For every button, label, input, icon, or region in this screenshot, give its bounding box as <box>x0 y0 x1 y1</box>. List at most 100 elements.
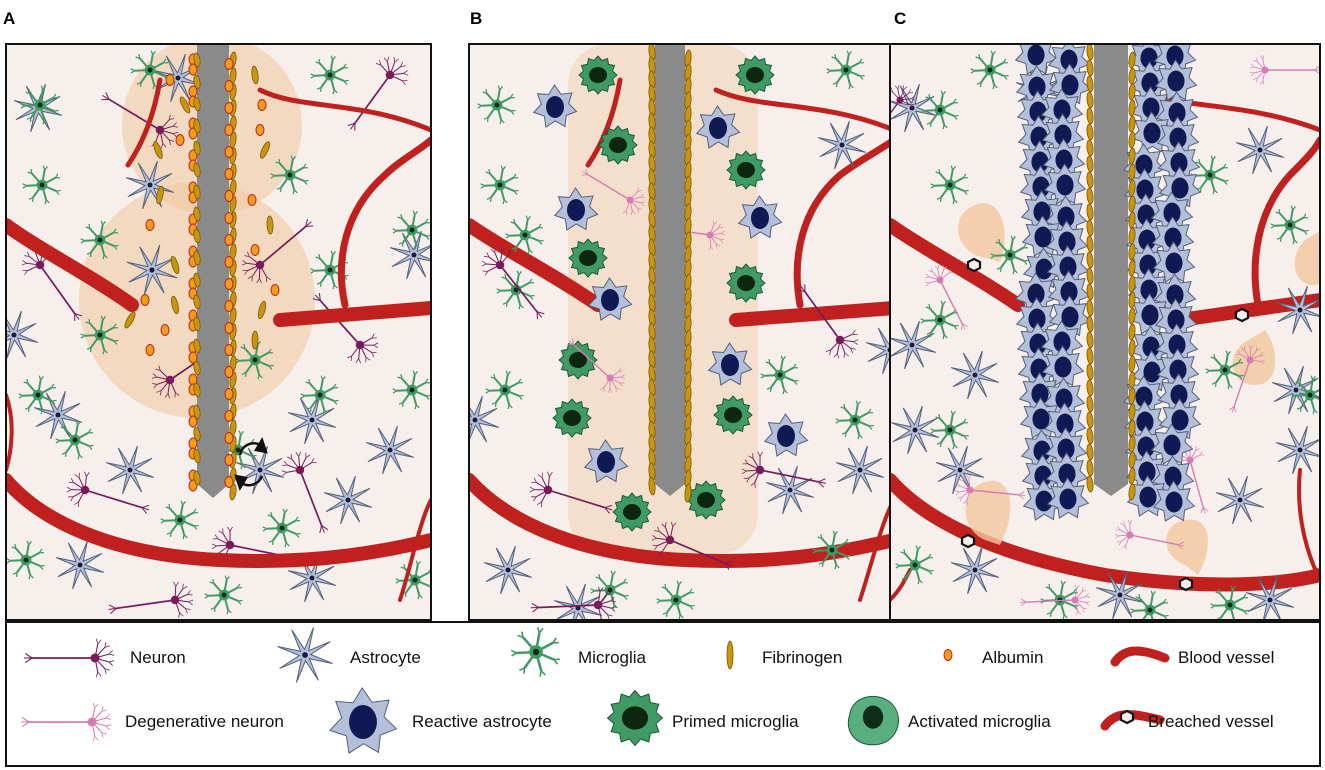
reactive-astrocyte <box>1152 480 1196 522</box>
legend-label-reactive-astrocyte: Reactive astrocyte <box>412 712 552 731</box>
microglia <box>1130 590 1169 620</box>
panel-a <box>5 43 432 621</box>
fibrinogen <box>193 162 201 178</box>
fibrinogen <box>1128 435 1136 453</box>
astrocyte <box>935 445 985 495</box>
fibrinogen <box>193 74 201 90</box>
legend-activated-microglia-icon <box>847 695 899 746</box>
fibrinogen <box>1128 67 1136 85</box>
primed-microglia <box>552 398 592 438</box>
astrocyte <box>323 475 373 525</box>
fibrinogen <box>1086 219 1094 237</box>
fibrinogen <box>193 404 201 420</box>
albumin <box>224 322 234 334</box>
astrocyte <box>1275 285 1320 335</box>
reactive-astrocyte <box>1150 423 1194 465</box>
fibrinogen <box>1086 187 1094 205</box>
astrocyte <box>890 83 937 133</box>
astrocyte <box>55 540 105 590</box>
reactive-astrocyte <box>1014 44 1058 75</box>
microglia <box>812 530 851 570</box>
astrocyte <box>6 310 39 360</box>
neuron <box>108 581 194 618</box>
microglia <box>392 370 431 410</box>
fibrinogen <box>156 185 164 205</box>
neuron <box>66 471 150 514</box>
microglia <box>395 560 431 600</box>
fibrinogen <box>1128 355 1136 373</box>
fibrinogen <box>1086 59 1094 77</box>
microglia <box>760 355 799 395</box>
fibrinogen <box>193 426 201 442</box>
fibrinogen <box>1128 99 1136 117</box>
fibrinogen <box>1086 443 1094 461</box>
fibrinogen <box>251 65 259 85</box>
implant-probe <box>1094 44 1128 484</box>
degenerative-neuron <box>1114 519 1185 550</box>
microglia <box>1190 155 1229 195</box>
legend-label-primed-microglia: Primed microglia <box>672 712 799 731</box>
albumin <box>224 168 234 180</box>
reactive-astrocyte <box>1156 348 1200 390</box>
astrocyte <box>1275 425 1320 475</box>
fibrinogen <box>1086 459 1094 477</box>
legend-degenerative-neuron-icon <box>20 702 112 742</box>
reactive-astrocyte <box>1047 270 1091 312</box>
legend-label-degenerative-neuron: Degenerative neuron <box>125 712 284 731</box>
panel-c-frame <box>889 43 1321 621</box>
albumin <box>188 415 198 428</box>
legend-blood-vessel-icon <box>1110 646 1170 667</box>
fibrinogen <box>1128 419 1136 437</box>
fibrinogen <box>257 300 267 320</box>
implant-probe <box>655 44 685 484</box>
legend-reactive-astrocyte-icon <box>329 686 398 754</box>
legend: Neuron Astrocyte Microglia Fibrinogen Al… <box>5 621 1321 767</box>
primed-microglia <box>686 480 726 520</box>
legend-astrocyte-icon <box>277 627 333 683</box>
microglia <box>480 165 519 205</box>
astrocyte <box>950 545 1000 595</box>
fibrinogen <box>1086 75 1094 93</box>
albumin <box>270 284 280 296</box>
microglia <box>160 500 199 540</box>
reactive-astrocyte <box>737 195 783 239</box>
reactive-astrocyte <box>532 84 578 128</box>
legend-label-blood-vessel: Blood vessel <box>1178 648 1274 667</box>
panel-a-cells <box>6 50 431 618</box>
astrocyte <box>287 553 337 603</box>
primed-microglia <box>713 395 753 435</box>
microglia <box>826 50 865 90</box>
fibrinogen <box>193 250 201 266</box>
degenerative-neuron <box>581 168 645 216</box>
reactive-astrocyte <box>1044 427 1088 469</box>
fibrinogen <box>1086 363 1094 381</box>
albumin <box>224 146 234 158</box>
astrocyte <box>1245 575 1295 620</box>
fibrinogen <box>1086 283 1094 301</box>
microglia <box>835 400 874 440</box>
neuron <box>101 92 179 149</box>
astrocyte <box>890 405 940 455</box>
albumin <box>188 127 198 140</box>
neuron <box>741 451 826 488</box>
primed-microglia <box>726 263 766 303</box>
fibrinogen <box>193 52 201 68</box>
legend-label-breached-vessel: Breached vessel <box>1148 712 1274 731</box>
fibrinogen <box>1128 211 1136 229</box>
neuron <box>530 586 617 620</box>
fibrinogen <box>193 184 201 200</box>
microglia <box>920 300 959 340</box>
albumin <box>145 219 155 231</box>
astrocyte <box>765 465 815 515</box>
reactive-astrocyte <box>1042 138 1086 180</box>
microglia <box>930 165 969 205</box>
fibrinogen <box>1086 395 1094 413</box>
astrocyte <box>1271 365 1320 415</box>
fibrinogen <box>1086 315 1094 333</box>
fibrinogen <box>179 96 191 114</box>
reactive-astrocyte <box>1152 241 1196 283</box>
neuron <box>529 471 613 514</box>
fibrinogen <box>1128 131 1136 149</box>
microglia <box>895 545 934 585</box>
